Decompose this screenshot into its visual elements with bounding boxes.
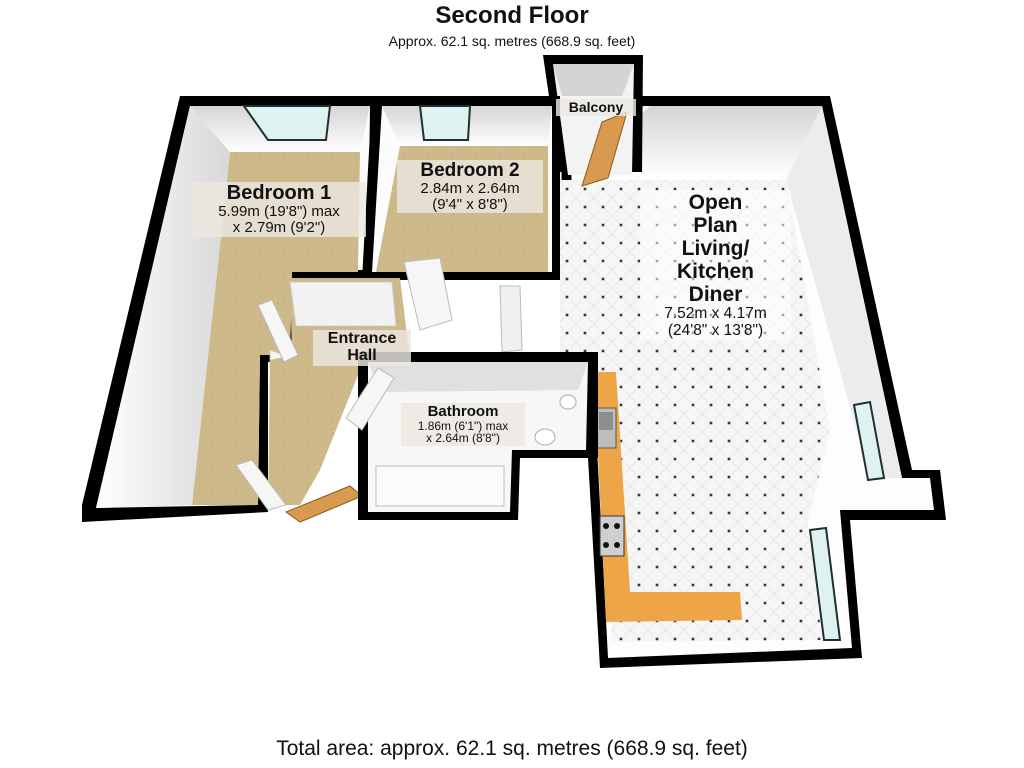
room-name-line: Entrance [327, 330, 397, 347]
room-dimension: x 2.79m (9'2") [232, 218, 326, 236]
room-name-line: Living/ [681, 237, 750, 261]
label-bedroom-1: Bedroom 1 5.99m (19'8") max x 2.79m (9'2… [192, 182, 366, 237]
cupboard-door [499, 285, 523, 353]
total-area-footer: Total area: approx. 62.1 sq. metres (668… [276, 737, 748, 760]
room-dimension: x 2.64m (8'8") [426, 431, 500, 446]
room-dimension: (9'4" x 8'8") [432, 195, 508, 213]
room-name-line: Diner [688, 283, 743, 307]
floor-title: Second Floor [435, 2, 589, 29]
room-dimension: 1.86m (6'1") max [417, 418, 509, 433]
label-balcony: Balcony [556, 99, 636, 116]
window-living-1 [852, 400, 886, 482]
room-dimension: 5.99m (19'8") max [218, 203, 340, 220]
label-bedroom-2: Bedroom 2 2.84m x 2.64m (9'4" x 8'8") [397, 160, 543, 214]
room-name-line: Kitchen [676, 260, 754, 284]
toilet [534, 428, 556, 446]
window-bedroom-2 [418, 105, 472, 141]
room-name-line: Plan [693, 214, 738, 238]
room-dimension: 7.52m x 4.17m [664, 305, 767, 323]
room-name: Bedroom 2 [420, 160, 520, 181]
room-name: Bedroom 1 [226, 182, 332, 204]
bathroom-door [345, 367, 395, 431]
window-living-2 [808, 526, 842, 641]
label-living-kitchen: Open Plan Living/ Kitchen Diner 7.52m x … [640, 190, 791, 340]
room-name-line: Hall [347, 346, 377, 364]
window-bedroom-1 [242, 105, 332, 141]
bedroom-1-door [257, 299, 299, 363]
closet-door [235, 459, 287, 511]
bathtub [375, 465, 505, 507]
room-dimension: (24'8" x 13'8") [667, 321, 764, 339]
floor-area-subtitle: Approx. 62.1 sq. metres (668.9 sq. feet) [388, 33, 636, 49]
kitchen-worktop [594, 372, 742, 622]
room-dimension: 2.84m x 2.64m [420, 179, 520, 197]
basin [559, 394, 577, 410]
room-name: Balcony [568, 99, 624, 115]
label-entrance-hall: Entrance Hall [313, 330, 411, 366]
room-name-line: Open [688, 191, 743, 214]
bedroom-2-door [403, 257, 453, 331]
label-bathroom: Bathroom 1.86m (6'1") max x 2.64m (8'8") [401, 403, 525, 446]
living-room-area [560, 96, 946, 668]
room-name: Bathroom [427, 403, 499, 420]
hob [599, 515, 625, 557]
